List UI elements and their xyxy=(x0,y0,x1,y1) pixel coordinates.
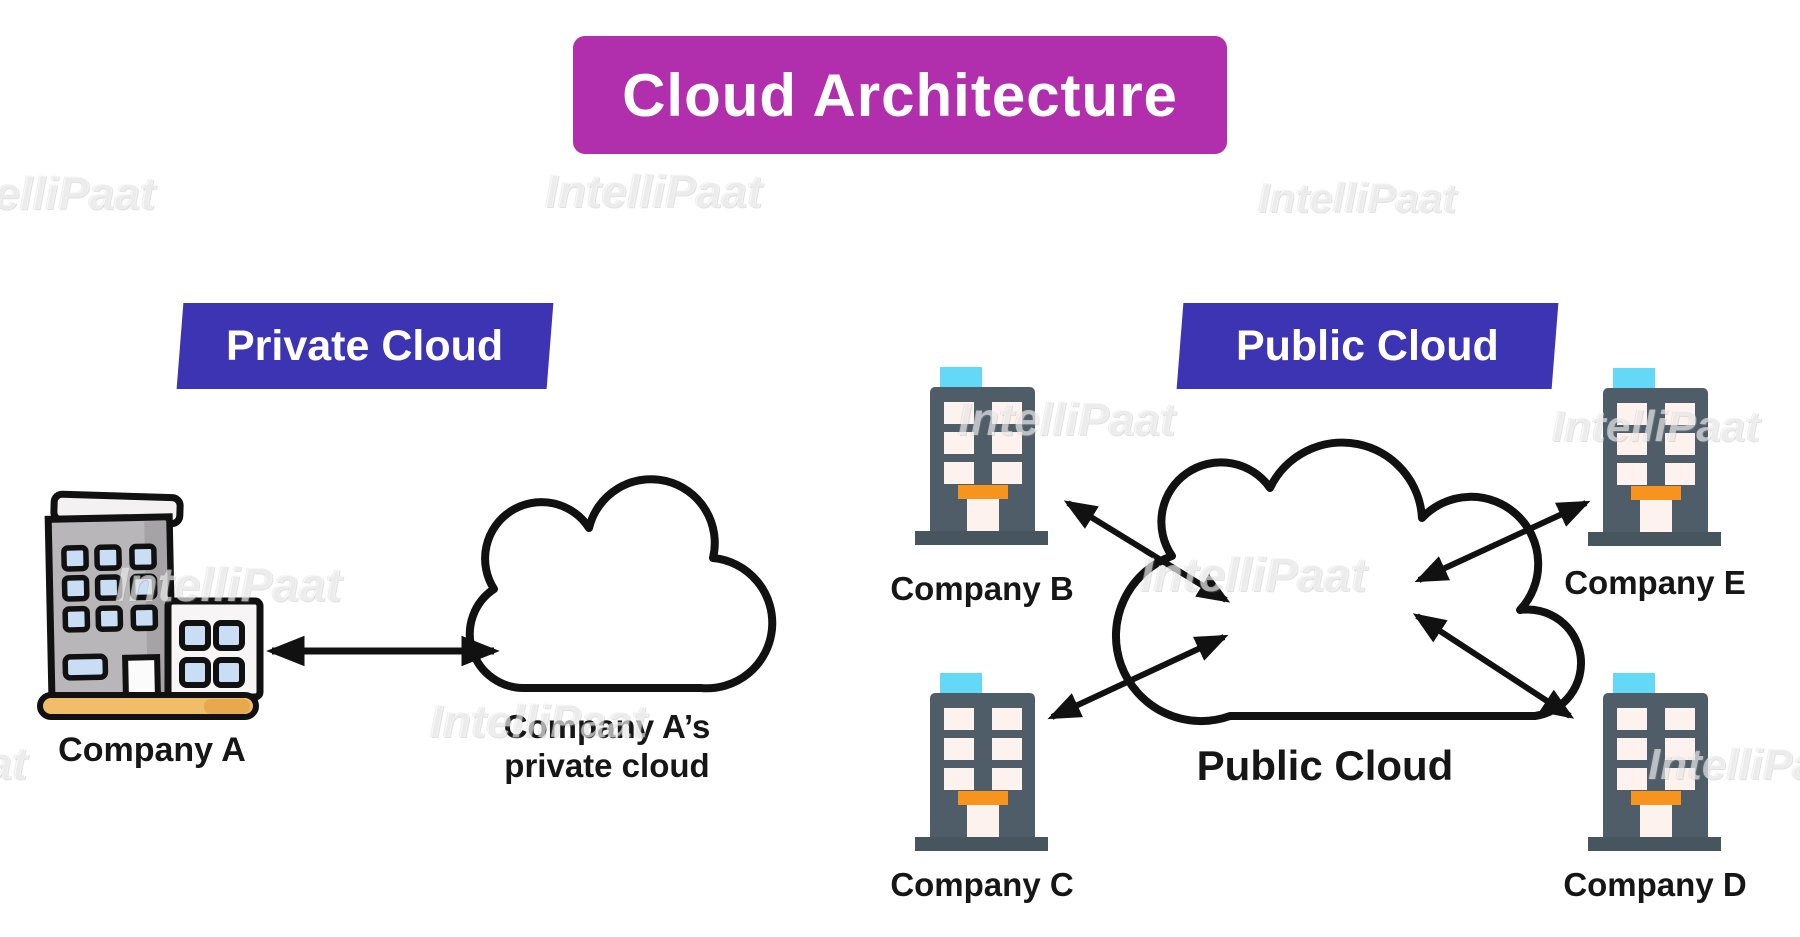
building-body xyxy=(930,387,1035,532)
building-base xyxy=(37,692,259,720)
window xyxy=(992,738,1022,760)
annex-windows xyxy=(179,620,245,688)
window xyxy=(1665,403,1695,425)
window xyxy=(179,657,211,688)
arrows xyxy=(266,500,1591,720)
window xyxy=(992,708,1022,730)
company-e-building-icon xyxy=(1588,366,1721,546)
building-base xyxy=(915,531,1048,545)
window xyxy=(61,574,90,602)
company-d-building-icon xyxy=(1588,671,1721,851)
window xyxy=(1665,463,1695,485)
public-cloud-center-label: Public Cloud xyxy=(1196,742,1454,789)
building-base xyxy=(1588,837,1721,851)
window xyxy=(1617,768,1647,790)
window xyxy=(944,432,974,454)
window xyxy=(944,462,974,484)
window xyxy=(1617,463,1647,485)
company-c-building-icon xyxy=(915,671,1048,851)
window xyxy=(179,620,211,651)
window xyxy=(1617,403,1647,425)
door-lintel xyxy=(958,485,1008,499)
building-base xyxy=(1588,532,1721,546)
window xyxy=(992,402,1022,424)
building-base xyxy=(915,837,1048,851)
arrow-cloud-companyB xyxy=(1063,500,1231,603)
arrow-cloud-companyE xyxy=(1414,500,1591,583)
window xyxy=(1617,738,1647,760)
page-title: Cloud Architecture xyxy=(573,36,1227,154)
company-a-building-icon xyxy=(37,490,264,720)
arrow-cloud-companyD xyxy=(1412,613,1575,719)
rooftop xyxy=(940,367,982,387)
window xyxy=(61,544,89,572)
rooftop xyxy=(1613,673,1655,693)
window xyxy=(129,543,157,571)
window xyxy=(129,573,158,601)
window xyxy=(992,432,1022,454)
window xyxy=(944,768,974,790)
company-c-label: Company C xyxy=(890,866,1074,903)
door xyxy=(1640,805,1672,838)
building-base-tip xyxy=(204,699,250,714)
window xyxy=(992,768,1022,790)
rooftop xyxy=(940,673,982,693)
company-a-label: Company A xyxy=(58,731,246,769)
company-d-label: Company D xyxy=(1563,866,1747,903)
window xyxy=(1665,738,1695,760)
window xyxy=(1665,768,1695,790)
wide-window xyxy=(62,653,109,681)
window xyxy=(95,605,124,632)
window xyxy=(94,544,122,572)
private-cloud-icon xyxy=(465,475,777,693)
page-title-text: Cloud Architecture xyxy=(622,61,1178,129)
company-a-tower xyxy=(44,490,184,705)
private-cloud-label-line2: private cloud xyxy=(504,747,710,784)
building-body xyxy=(1603,693,1708,838)
company-b-label: Company B xyxy=(890,570,1074,607)
door-lintel xyxy=(1631,791,1681,805)
public-cloud-ribbon-label: Public Cloud xyxy=(1236,321,1499,370)
window xyxy=(130,604,159,632)
window xyxy=(992,462,1022,484)
window xyxy=(1617,708,1647,730)
door xyxy=(967,805,999,838)
window xyxy=(213,620,245,651)
company-e-label: Company E xyxy=(1564,564,1746,601)
door-lintel xyxy=(958,791,1008,805)
private-cloud-label: Company A’s private cloud xyxy=(457,707,757,785)
rooftop xyxy=(1613,368,1655,388)
window xyxy=(94,574,123,602)
public-cloud-ribbon: Public Cloud xyxy=(1176,303,1559,389)
window xyxy=(1665,433,1695,455)
window xyxy=(944,402,974,424)
window xyxy=(1665,708,1695,730)
private-cloud-label-line1: Company A’s xyxy=(503,708,711,745)
window xyxy=(213,657,245,688)
tower-windows xyxy=(61,543,159,681)
door-lintel xyxy=(1631,486,1681,500)
building-body xyxy=(1603,388,1708,533)
door xyxy=(1640,500,1672,533)
building-body xyxy=(930,693,1035,838)
door xyxy=(967,499,999,532)
company-b-building-icon xyxy=(915,365,1048,545)
window xyxy=(944,708,974,730)
arrow-cloud-companyC xyxy=(1047,634,1229,720)
window xyxy=(944,738,974,760)
window xyxy=(62,605,91,633)
private-cloud-ribbon: Private Cloud xyxy=(176,303,554,389)
private-cloud-ribbon-label: Private Cloud xyxy=(226,321,504,370)
window xyxy=(1617,433,1647,455)
